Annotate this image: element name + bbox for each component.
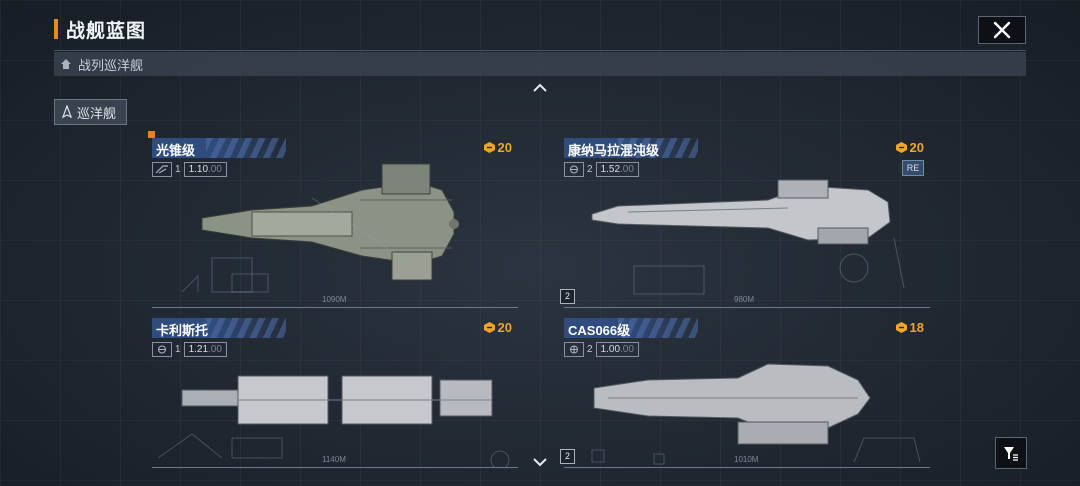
ship-card-guangzhui[interactable]: 光锥级 1 1.10.00 20 1090M <box>152 138 518 308</box>
ship-name: 卡利斯托 <box>156 323 209 338</box>
ship-image <box>201 163 459 281</box>
ship-card-cas066[interactable]: CAS066级 2 1.00.00 18 1010M 2 <box>560 318 930 468</box>
ship-name: 光锥级 <box>156 143 196 158</box>
re-badge: RE <box>902 160 924 176</box>
stat-dim: .00 <box>620 343 634 355</box>
ship-cost: 20 <box>483 140 512 155</box>
ship-stat-value: 1.10.00 <box>183 161 227 177</box>
name-banner <box>152 318 286 338</box>
tab-cruiser[interactable]: 巡洋舰 <box>54 99 128 125</box>
page-title: 战舰蓝图 <box>66 20 147 42</box>
ship-stats: 1 1.21.00 <box>152 341 227 357</box>
ship-image <box>591 179 891 245</box>
stat-dim: .00 <box>208 343 222 355</box>
ship-tier: 1 <box>175 163 181 175</box>
category-bar: 战列巡洋舰 <box>54 52 1026 76</box>
ship-cost: 20 <box>895 140 924 155</box>
stat-dim: .00 <box>620 163 634 175</box>
cost-value: 20 <box>497 140 512 155</box>
ship-image <box>181 375 493 425</box>
filter-icon <box>1004 447 1018 461</box>
stat-dim: .00 <box>208 163 222 175</box>
ship-cost: 20 <box>483 320 512 335</box>
command-point-icon <box>483 142 495 153</box>
ship-level-tag: 2 <box>560 449 575 464</box>
ship-length: 980M <box>734 295 755 304</box>
name-banner <box>564 318 698 338</box>
title-accent <box>54 19 58 39</box>
scroll-up-button[interactable] <box>530 80 550 92</box>
chevron-down-icon <box>533 458 547 467</box>
close-button[interactable] <box>978 16 1026 44</box>
blueprint-sketch <box>181 197 403 293</box>
weapon-type-icon <box>564 341 584 357</box>
ship-length: 1090M <box>322 295 347 304</box>
ship-card-callisto[interactable]: 卡利斯托 1 1.21.00 20 1140M <box>152 318 518 468</box>
filter-button[interactable] <box>995 437 1027 469</box>
ship-baseline <box>564 467 930 468</box>
command-point-icon <box>483 322 495 333</box>
blueprint-sketch <box>591 437 921 465</box>
command-point-icon <box>895 142 907 153</box>
weapon-type-icon <box>152 161 172 177</box>
cost-value: 20 <box>497 320 512 335</box>
ship-name: 康纳马拉混沌级 <box>568 143 660 158</box>
stat-main: 1.21 <box>188 343 209 355</box>
weapon-type-icon <box>564 161 584 177</box>
scroll-down-button[interactable] <box>530 456 550 468</box>
ship-baseline <box>564 307 930 308</box>
new-marker <box>148 131 155 138</box>
ship-card-connemara[interactable]: 康纳马拉混沌级 2 1.52.00 20 RE 980M 2 <box>560 138 930 308</box>
ship-length: 1010M <box>734 455 759 464</box>
ship-level-tag: 2 <box>560 289 575 304</box>
name-banner <box>152 138 286 158</box>
ship-silhouette-icon <box>61 105 73 119</box>
cost-value: 18 <box>909 320 924 335</box>
ship-stat-value: 1.21.00 <box>183 341 227 357</box>
rank-chevron-icon <box>60 58 72 70</box>
ship-stats: 2 1.00.00 <box>564 341 639 357</box>
cost-value: 20 <box>909 140 924 155</box>
ship-name: CAS066级 <box>568 323 631 338</box>
blueprint-sketch <box>157 433 510 468</box>
ship-stats: 2 1.52.00 <box>564 161 639 177</box>
name-banner <box>564 138 698 158</box>
ship-tier: 2 <box>587 343 593 355</box>
ship-length: 1140M <box>322 455 346 464</box>
ship-stat-value: 1.52.00 <box>595 161 639 177</box>
stat-main: 1.52 <box>600 163 621 175</box>
stat-main: 1.10 <box>188 163 209 175</box>
ship-image <box>593 363 871 445</box>
blueprint-sketch <box>633 237 905 295</box>
ship-tier: 1 <box>175 343 181 355</box>
chevron-up-icon <box>533 83 547 92</box>
subtab-label: 巡洋舰 <box>77 105 117 121</box>
command-point-icon <box>895 322 907 333</box>
ship-cost: 18 <box>895 320 924 335</box>
ship-baseline <box>152 467 518 468</box>
close-icon <box>993 21 1011 39</box>
ship-tier: 2 <box>587 163 593 175</box>
ship-stats: 1 1.10.00 <box>152 161 227 177</box>
header-divider <box>54 50 1026 51</box>
page-header: 战舰蓝图 <box>54 14 146 44</box>
stat-main: 1.00 <box>600 343 621 355</box>
ship-baseline <box>152 307 518 308</box>
ship-stat-value: 1.00.00 <box>595 341 639 357</box>
weapon-type-icon <box>152 341 172 357</box>
category-label: 战列巡洋舰 <box>78 57 144 73</box>
